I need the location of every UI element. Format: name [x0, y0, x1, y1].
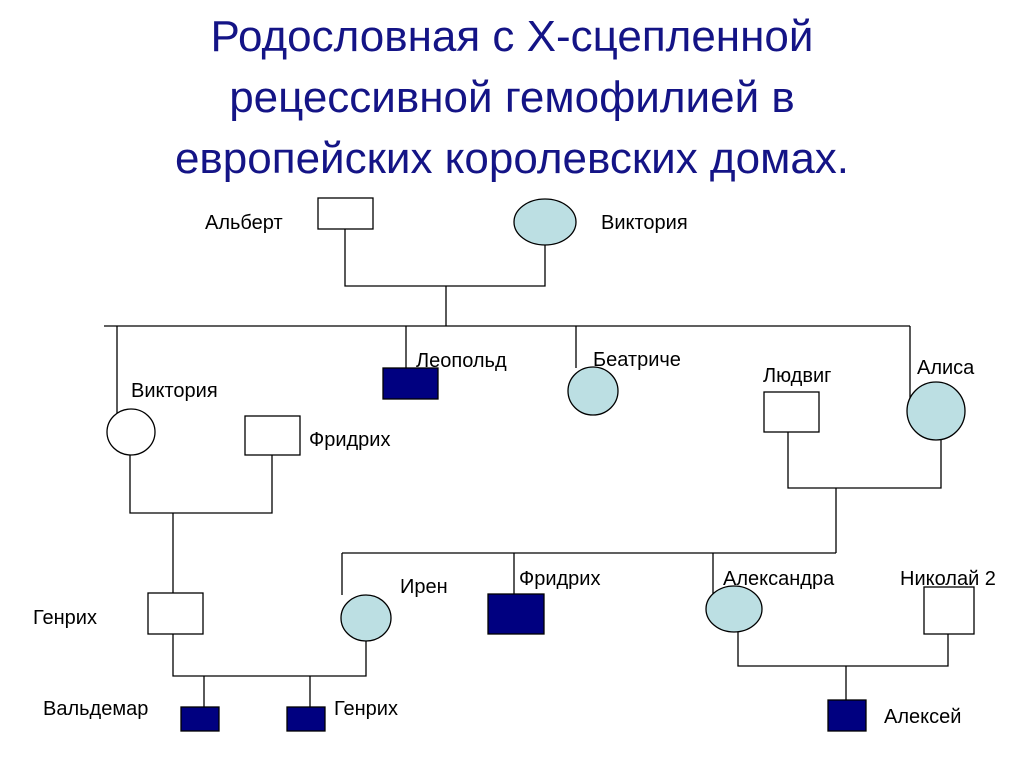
- symbol-heinrich-male: [147, 592, 204, 635]
- symbol-ludwig-male: [763, 391, 820, 433]
- pedigree-symbols: [106, 197, 975, 732]
- pedigree-lines: [104, 229, 949, 707]
- label-alexandra: Александра: [723, 568, 835, 590]
- label-irene: Ирен: [400, 576, 448, 598]
- symbol-waldemar-affected-male: [180, 706, 220, 732]
- title-line-2: рецессивной гемофилией в: [229, 73, 795, 122]
- label-albert: Альберт: [205, 212, 283, 234]
- page-title: Родословная с Х-сцепленной рецессивной г…: [0, 6, 1024, 189]
- title-line-1: Родословная с Х-сцепленной: [210, 12, 814, 61]
- label-victoria-daughter: Виктория: [131, 380, 218, 402]
- label-heinrich-son: Генрих: [334, 698, 398, 720]
- label-alexei: Алексей: [884, 706, 961, 728]
- symbol-alexandra-carrier-female: [705, 585, 763, 633]
- symbol-leopold-affected-male: [382, 367, 439, 400]
- pedigree-labels: Альберт Виктория Леопольд Беатриче Людви…: [33, 212, 996, 728]
- symbol-heinrich-son-affected-male: [286, 706, 326, 732]
- label-nicholas: Николай 2: [900, 568, 996, 590]
- label-beatrice: Беатриче: [593, 349, 681, 371]
- symbol-victoria-daughter-female: [106, 408, 156, 456]
- symbol-albert-male: [317, 197, 374, 230]
- symbol-beatrice-carrier-female: [567, 366, 619, 416]
- label-friedrich: Фридрих: [309, 429, 390, 451]
- title-line-3: европейских королевских домах.: [174, 134, 850, 183]
- marriage-line-ludwig-alice: [787, 432, 942, 489]
- label-friedrich-son: Фридрих: [519, 568, 600, 590]
- marriage-line-heinrich-irene: [172, 634, 367, 677]
- symbol-irene-carrier-female: [340, 594, 392, 642]
- symbol-friedrich-male: [244, 415, 301, 456]
- symbol-alice-carrier-female: [906, 381, 966, 441]
- symbol-friedrich-son-affected-male: [487, 593, 545, 635]
- marriage-line-victoria-friedrich: [129, 455, 273, 514]
- marriage-line-alexandra-nicholas: [737, 632, 949, 667]
- label-alice: Алиса: [917, 357, 975, 379]
- marriage-line-albert-victoria: [344, 229, 546, 287]
- symbol-victoria-carrier-female: [513, 198, 577, 246]
- label-ludwig: Людвиг: [763, 365, 831, 387]
- label-waldemar: Вальдемар: [43, 698, 148, 720]
- symbol-nicholas-male: [923, 586, 975, 635]
- label-heinrich: Генрих: [33, 607, 97, 629]
- label-leopold: Леопольд: [416, 350, 507, 372]
- symbol-alexei-affected-male: [827, 699, 867, 732]
- label-victoria: Виктория: [601, 212, 688, 234]
